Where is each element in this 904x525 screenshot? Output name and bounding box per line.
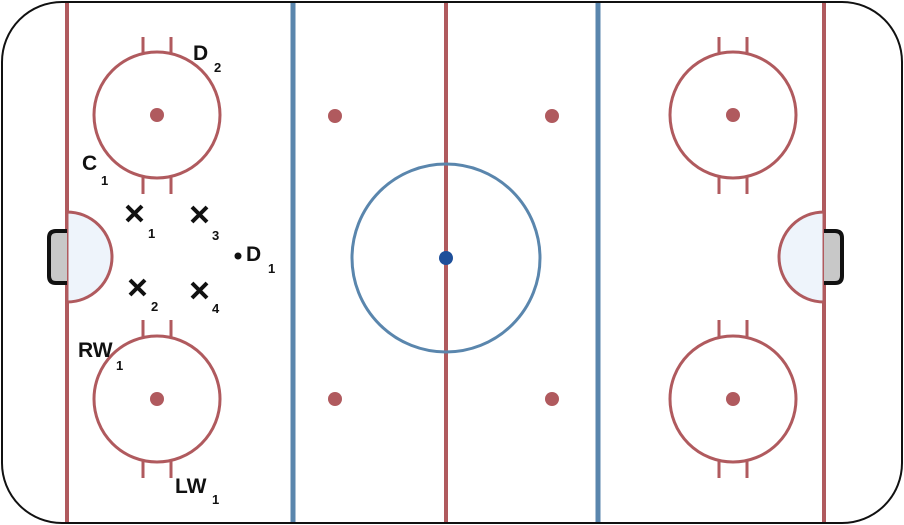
player-position: D — [193, 42, 208, 65]
neutral-dot-top-left — [328, 109, 342, 123]
faceoff-circle-left-bottom — [92, 320, 222, 478]
player-number: 1 — [212, 492, 219, 507]
player-position: LW — [175, 475, 207, 498]
player-label-c1: C 1 — [82, 152, 108, 188]
dot-icon — [234, 252, 242, 260]
faceoff-circle-right-top — [668, 37, 798, 194]
opponent-x-4: 4 — [190, 281, 220, 316]
player-number: 1 — [116, 358, 123, 373]
player-label-d1: D 1 — [234, 243, 275, 276]
player-number: 1 — [268, 261, 275, 276]
center-faceoff-dot — [439, 251, 453, 265]
player-label-lw1: LW 1 — [175, 475, 219, 507]
faceoff-circle-right-bottom — [668, 320, 798, 478]
net-icon — [824, 229, 844, 285]
net-icon — [47, 229, 67, 285]
neutral-dot-bottom-left — [328, 392, 342, 406]
player-label-d2: D 2 — [193, 42, 221, 75]
player-position: D — [246, 243, 261, 266]
opponent-x-1: 1 — [125, 204, 155, 241]
opponent-number: 2 — [151, 299, 158, 314]
neutral-dot-top-right — [545, 109, 559, 123]
opponent-x-2: 2 — [128, 278, 158, 314]
goal-crease-right — [777, 210, 826, 304]
opponent-number: 4 — [212, 301, 220, 316]
x-mark-icon — [190, 205, 209, 224]
center-faceoff-circle — [350, 162, 542, 354]
x-mark-icon — [125, 204, 144, 223]
opponent-x-3: 3 — [190, 205, 219, 243]
player-label-rw1: RW 1 — [78, 339, 123, 373]
x-mark-icon — [190, 281, 209, 300]
opponent-number: 3 — [212, 228, 219, 243]
player-position: C — [82, 152, 97, 175]
neutral-dot-bottom-right — [545, 392, 559, 406]
player-number: 1 — [101, 173, 108, 188]
faceoff-circle-left-top — [92, 37, 222, 194]
player-number: 2 — [214, 60, 221, 75]
x-mark-icon — [128, 278, 147, 297]
opponent-number: 1 — [148, 226, 155, 241]
goal-crease-left — [65, 210, 114, 304]
player-position: RW — [78, 339, 113, 362]
